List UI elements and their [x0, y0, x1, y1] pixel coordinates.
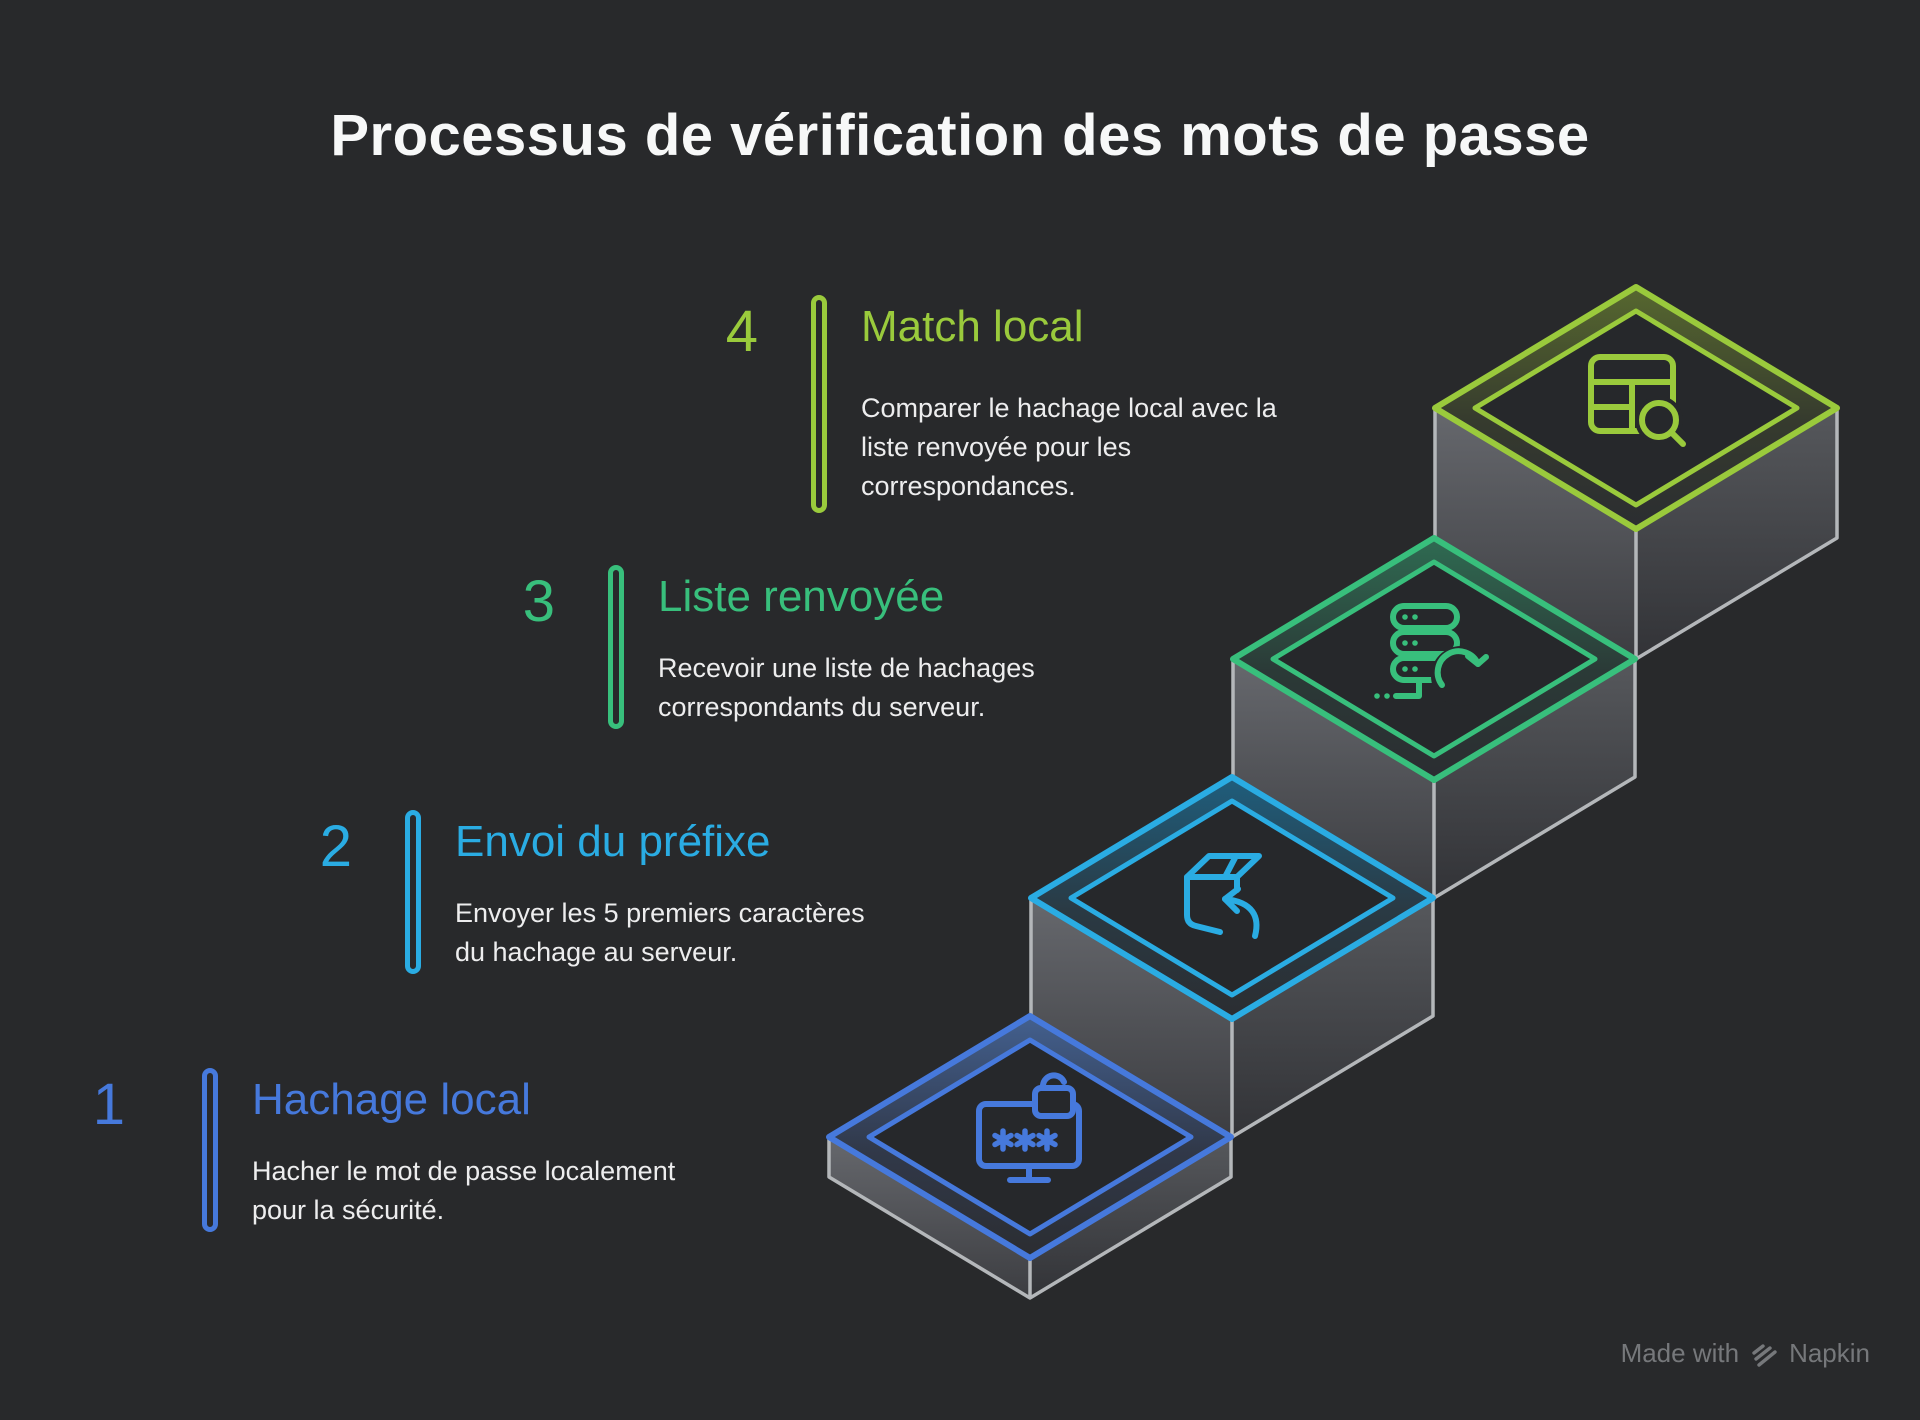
- step-4-number: 4: [725, 299, 758, 364]
- step-1-title: Hachage local: [252, 1075, 531, 1124]
- step-4-accent-bar: [811, 295, 827, 513]
- step-2-accent-bar: [405, 810, 421, 974]
- watermark-prefix: Made with: [1620, 1338, 1740, 1368]
- page-title: Processus de vérification des mots de pa…: [330, 103, 1590, 168]
- password-monitor-icon: [976, 1072, 1082, 1183]
- step-4-diamond: [1432, 284, 1840, 532]
- step-4-block: [1432, 284, 1840, 661]
- step-1-description: Hacher le mot de passe localement pour l…: [252, 1156, 676, 1225]
- step-2-title: Envoi du préfixe: [455, 817, 771, 866]
- server-refresh-icon: [1374, 603, 1491, 706]
- step-3-block: [1230, 535, 1638, 900]
- step-3-number: 3: [522, 569, 555, 634]
- napkin-logo-icon: [1752, 1343, 1777, 1367]
- step-1-accent-bar: [202, 1068, 218, 1232]
- step-2-slab: [1029, 898, 1435, 1139]
- table-search-icon: [1588, 354, 1686, 447]
- step-3-title: Liste renvoyée: [658, 572, 945, 621]
- step-3-accent-bar: [608, 565, 624, 729]
- step-2-description: Envoyer les 5 premiers caractères du hac…: [455, 898, 865, 967]
- step-3-description: Recevoir une liste de hachages correspon…: [658, 653, 1035, 722]
- step-1-number: 1: [92, 1072, 125, 1137]
- step-4-title: Match local: [861, 302, 1084, 351]
- step-1-slab: [827, 1137, 1233, 1300]
- step-2-number: 2: [319, 814, 352, 879]
- package-return-icon: [1184, 853, 1262, 939]
- watermark-brand: Napkin: [1789, 1338, 1870, 1368]
- step-1-block: [826, 1013, 1234, 1300]
- step-4-description: Comparer le hachage local avec la liste …: [861, 393, 1277, 501]
- step-2-block: [1028, 774, 1436, 1139]
- watermark: Made with Napkin: [1621, 1338, 1870, 1369]
